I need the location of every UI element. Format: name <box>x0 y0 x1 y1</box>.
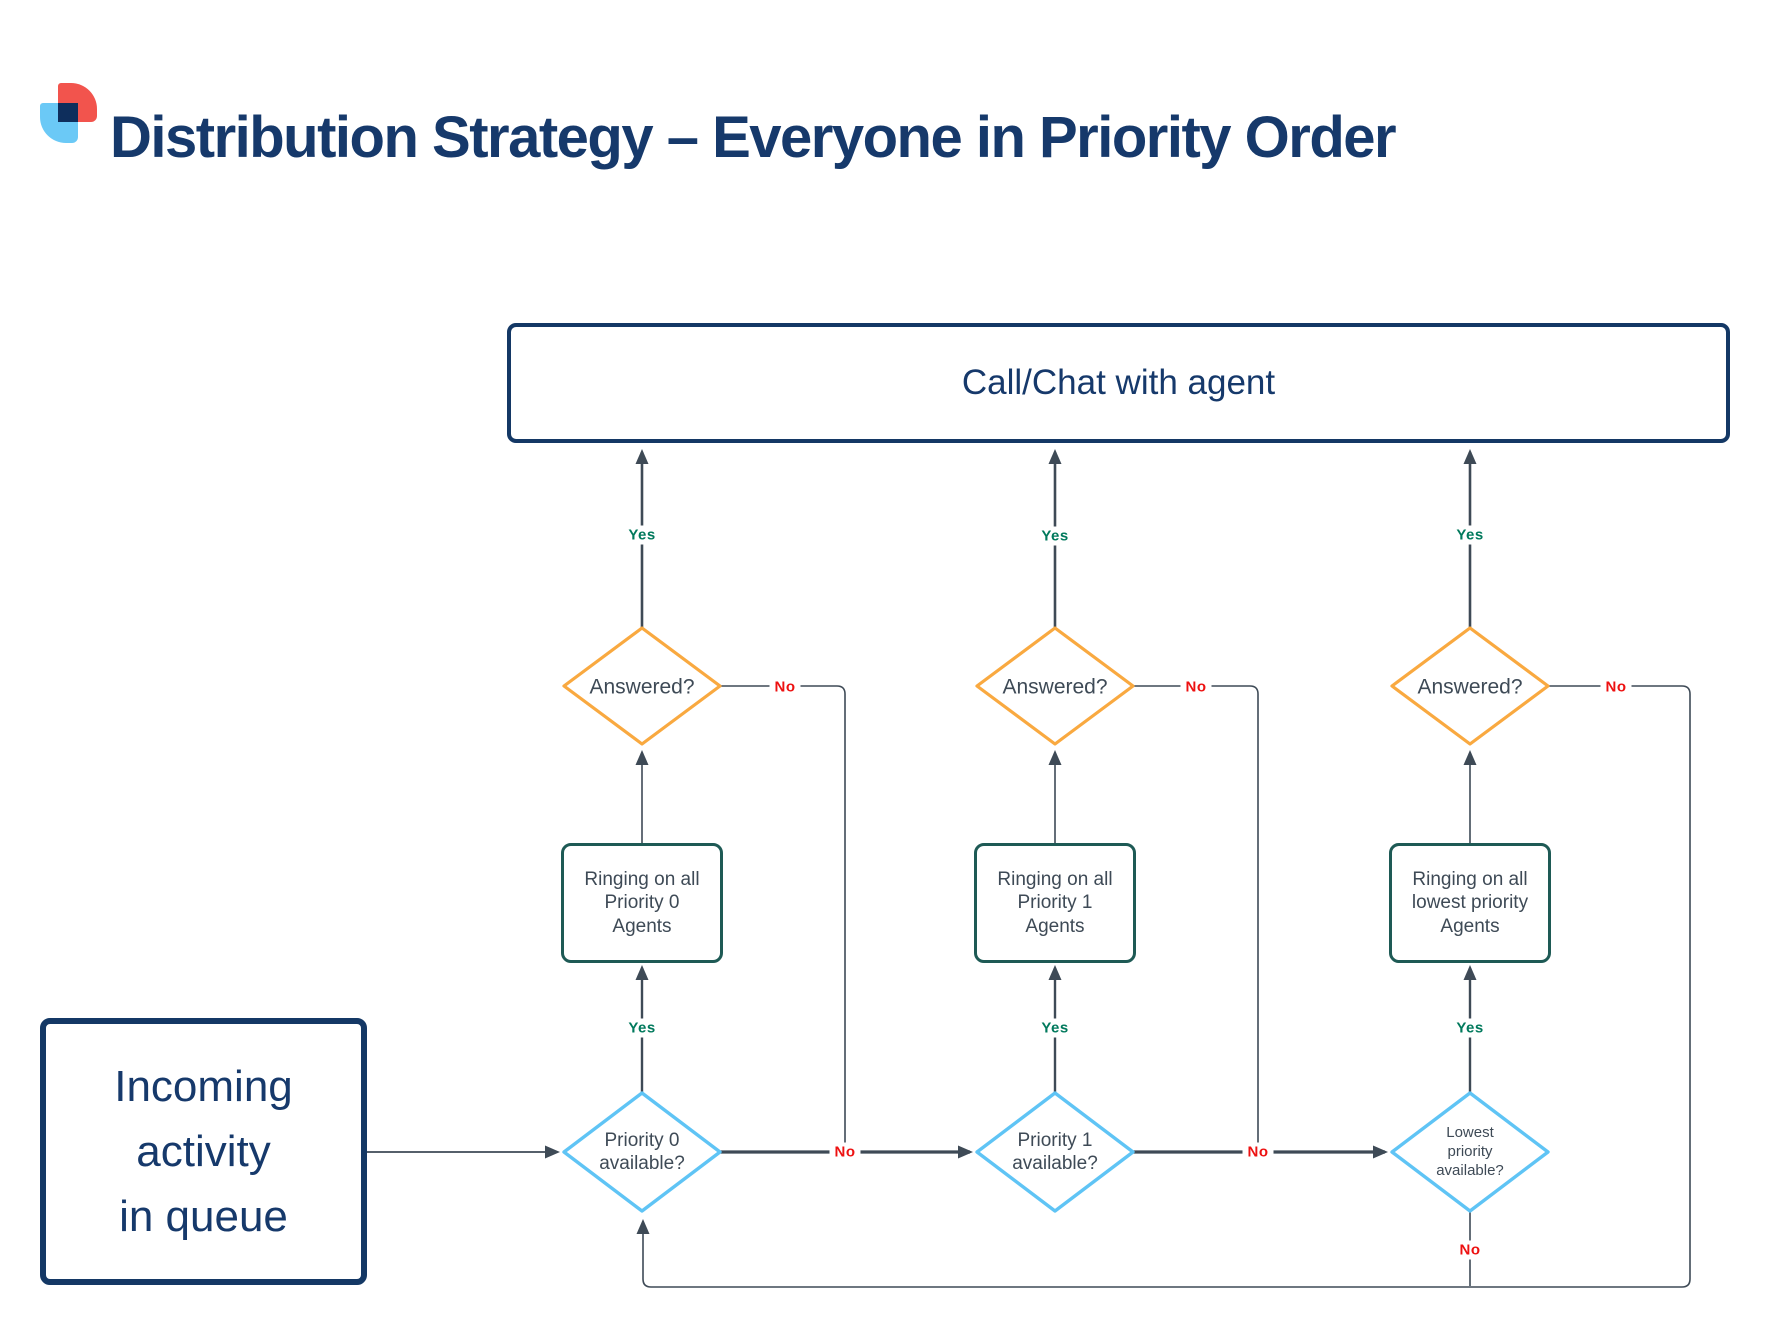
ringing-priority0-box: Ringing on all Priority 0 Agents <box>561 843 723 963</box>
no-label-answered2: No <box>1180 677 1212 697</box>
logo-navy-shape <box>58 103 78 122</box>
page-title: Distribution Strategy – Everyone in Prio… <box>110 105 1397 170</box>
yes-label-answered3: Yes <box>1451 525 1489 545</box>
edge-answered3-no-feedback-loop <box>636 685 1691 1288</box>
answered2-diamond <box>975 626 1135 746</box>
ringing-lowest-priority-label: Ringing on all lowest priority Agents <box>1411 869 1529 937</box>
ringing-priority0-label: Ringing on all Priority 0 Agents <box>584 869 700 937</box>
yes-label-answered1: Yes <box>623 525 661 545</box>
no-label-avail1: No <box>829 1142 861 1162</box>
no-label-avail2: No <box>1242 1142 1274 1162</box>
yes-label-avail2: Yes <box>1036 1018 1074 1038</box>
avail3-diamond <box>1390 1091 1550 1213</box>
incoming-label: Incoming activity in queue <box>114 1061 293 1242</box>
no-label-avail3: No <box>1454 1240 1486 1260</box>
yes-label-avail3: Yes <box>1451 1018 1489 1038</box>
ringing-priority1-label: Ringing on all Priority 1 Agents <box>997 869 1113 937</box>
avail1-label: Priority 0 available? <box>599 1130 685 1174</box>
incoming-activity-box: Incoming activity in queue <box>40 1018 367 1285</box>
yes-label-avail1: Yes <box>623 1018 661 1038</box>
answered1-diamond <box>562 626 722 746</box>
edge-answered2-no-drop <box>1133 685 1259 1150</box>
edge-answered1-no-drop <box>720 685 846 1150</box>
ringing-lowest-priority-box: Ringing on all lowest priority Agents <box>1389 843 1551 963</box>
answered2-label: Answered? <box>1002 675 1108 699</box>
avail3-label: Lowest priority available? <box>1436 1123 1504 1179</box>
ringing-priority1-box: Ringing on all Priority 1 Agents <box>974 843 1136 963</box>
no-label-answered1: No <box>769 677 801 697</box>
avail1-diamond <box>562 1091 722 1213</box>
avail2-label: Priority 1 available? <box>1012 1130 1098 1174</box>
answered3-label: Answered? <box>1417 675 1523 699</box>
avail2-diamond <box>975 1091 1135 1213</box>
yes-label-answered2: Yes <box>1036 526 1074 546</box>
answered3-diamond <box>1390 626 1550 746</box>
no-label-answered3: No <box>1600 677 1632 697</box>
answered1-label: Answered? <box>589 675 695 699</box>
callchat-with-agent-box: Call/Chat with agent <box>507 323 1730 443</box>
callchat-label: Call/Chat with agent <box>961 363 1276 402</box>
